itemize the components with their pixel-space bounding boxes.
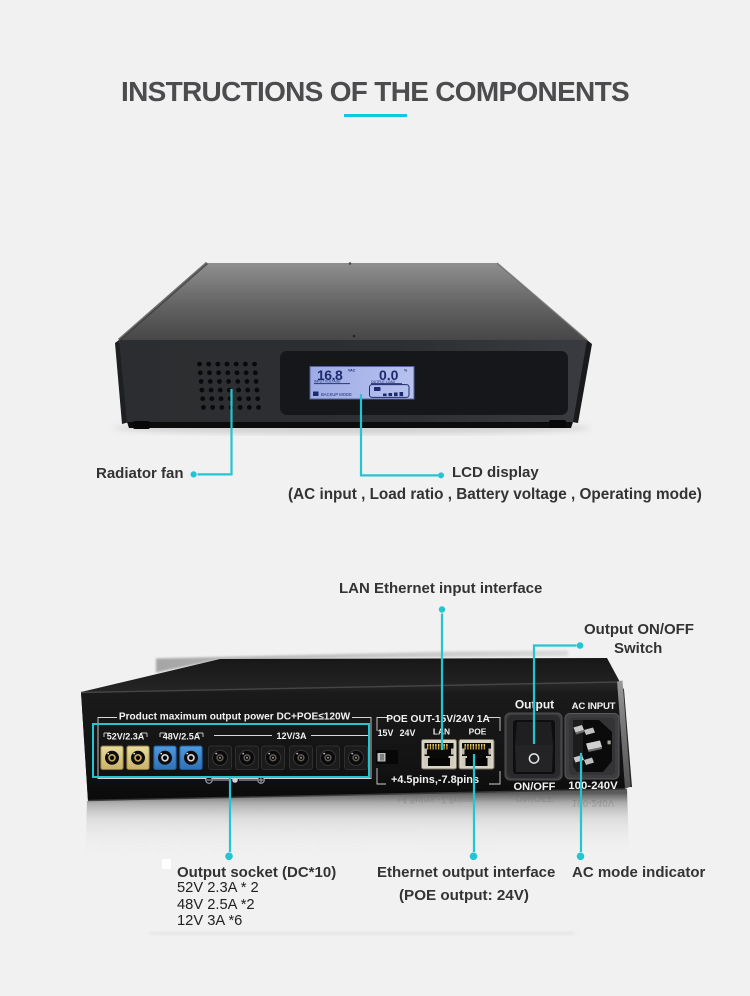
svg-text:INPUT VOLTAGE: INPUT VOLTAGE <box>314 380 341 384</box>
svg-text:24V: 24V <box>400 728 416 738</box>
svg-text:+4.5pins,-7.8pins: +4.5pins,-7.8pins <box>396 794 474 805</box>
svg-text:15V: 15V <box>378 728 394 738</box>
svg-text:16.8: 16.8 <box>317 367 343 383</box>
svg-text:48V/2.5A: 48V/2.5A <box>163 732 201 742</box>
svg-text:BACKUP MODE: BACKUP MODE <box>321 392 352 397</box>
svg-text:ON/OFF: ON/OFF <box>515 792 553 803</box>
svg-text:ON/OFF: ON/OFF <box>514 781 556 793</box>
svg-text:+4.5pins,-7.8pins: +4.5pins,-7.8pins <box>391 774 479 786</box>
svg-text:Product maximum output power D: Product maximum output power DC+POE≤120W <box>119 712 351 723</box>
svg-text:AC INPUT: AC INPUT <box>572 701 616 712</box>
svg-text:100-240V: 100-240V <box>572 797 615 808</box>
svg-text:POE OUT-15V/24V 1A: POE OUT-15V/24V 1A <box>386 714 490 725</box>
svg-text:VAC: VAC <box>348 369 356 373</box>
svg-text:%: % <box>404 369 408 373</box>
svg-text:12V/3A: 12V/3A <box>276 731 307 741</box>
svg-text:52V/2.3A: 52V/2.3A <box>107 732 145 742</box>
svg-text:OUTPUT LOAD: OUTPUT LOAD <box>371 380 396 384</box>
svg-text:0.0: 0.0 <box>379 367 399 383</box>
svg-text:POE: POE <box>469 727 487 737</box>
